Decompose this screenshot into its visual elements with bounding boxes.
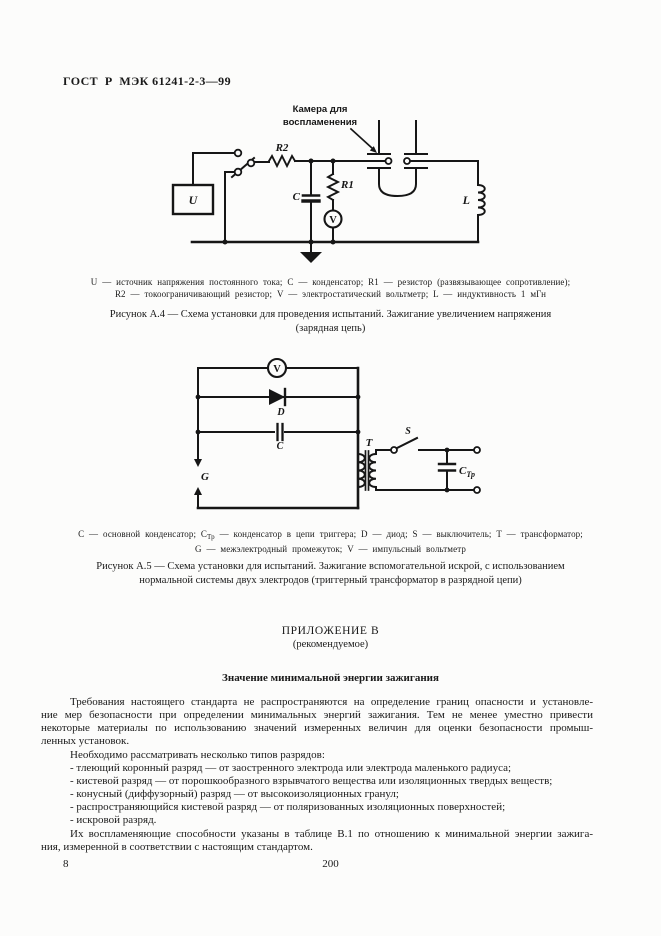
list-item: - конусный (диффузорный) разряд — от выс… (70, 788, 399, 801)
ctr-label: CТр (459, 465, 475, 479)
legend-line: R2 — токоограничивающий резистор; V — эл… (114, 289, 547, 300)
body-line: некоторые материалы по использованию зна… (41, 722, 593, 735)
ignition-chamber (367, 120, 428, 198)
transformer-t: T (357, 437, 377, 491)
output-terminals (473, 446, 481, 494)
voltmeter: V (323, 209, 343, 229)
list-item: - тлеющий коронный разряд — от заостренн… (70, 761, 512, 774)
body-line: ние мер безопасности при определении мин… (41, 709, 593, 722)
trigger-capacitor-ctr: CТр (437, 449, 475, 491)
body-line: ния, измеренной в соответствии с настоящ… (41, 840, 313, 853)
inductor-l: L (462, 184, 486, 216)
caption-line: Рисунок А.5 — Схема установки для испыта… (96, 561, 565, 572)
ground-symbol (300, 241, 322, 263)
spark-gap-g: G (194, 459, 209, 495)
list-item: - распространяющийся кистевой разряд — о… (70, 801, 506, 814)
page-number-left: 8 (63, 858, 69, 870)
svg-text:C: C (293, 191, 301, 203)
list-item: - искровой разряд. (70, 814, 157, 827)
legend-line: C — основной конденсатор; CТр — конденса… (78, 529, 583, 541)
svg-text:R2: R2 (275, 142, 289, 154)
junction-dots (222, 158, 336, 245)
svg-text:V: V (273, 364, 281, 375)
caption-line: нормальной системы двух электродов (триг… (139, 574, 522, 586)
body-line: Их воспламеняющие способности указаны в … (70, 827, 593, 840)
body-line: ленных установок. (41, 735, 130, 748)
svg-text:D: D (276, 407, 284, 418)
svg-text:C: C (277, 441, 284, 452)
svg-text:Камера для: Камера для (293, 104, 348, 115)
diode-d: D (269, 387, 287, 418)
capacitor-c: C (293, 191, 321, 203)
chamber-callout: Камера для воспламенения (283, 104, 377, 153)
svg-text:U: U (189, 193, 199, 207)
body-line: Требования настоящего стандарта не распр… (70, 696, 593, 708)
svg-text:L: L (462, 193, 470, 207)
figure-a5-legend: C — основной конденсатор; CТр — конденса… (0, 528, 661, 555)
appendix-subtitle: (рекомендуемое) (292, 639, 369, 650)
charge-switch (230, 148, 256, 179)
svg-text:S: S (405, 426, 411, 437)
svg-text:G: G (201, 471, 209, 483)
switch-s: S (390, 426, 419, 454)
callout-arrow-line (349, 127, 374, 150)
voltage-source-u: U (171, 183, 215, 216)
figure-a4-legend: U — источник напряжения постоянного тока… (0, 276, 661, 300)
body-line: Необходимо рассматривать несколько типов… (70, 748, 325, 761)
resistor-r2: R2 (267, 142, 297, 169)
caption-line: Рисунок А.4 — Схема установки для провед… (109, 309, 552, 320)
junction-dots (195, 394, 450, 493)
main-capacitor-c: C (276, 422, 284, 452)
page-number-center: 200 (322, 858, 339, 870)
list-item: - кистевой разряд — от порошкообразного … (70, 774, 553, 787)
legend-line: U — источник напряжения постоянного тока… (90, 277, 571, 287)
appendix-title: ПРИЛОЖЕНИЕ В (281, 625, 380, 637)
svg-text:T: T (366, 437, 374, 449)
appendix-body: Требования настоящего стандарта не распр… (41, 696, 593, 854)
wires (196, 366, 360, 510)
figure-a4-schematic: U R2 (171, 104, 486, 263)
svg-text:R1: R1 (340, 179, 354, 191)
figure-a5-caption: Рисунок А.5 — Схема установки для испыта… (0, 560, 661, 588)
figure-a4-caption: Рисунок А.4 — Схема установки для провед… (0, 308, 661, 336)
figure-a5-schematic: V D C G T (194, 357, 481, 510)
callout-arrow-head (369, 146, 377, 153)
wires (190, 152, 480, 244)
pulse-voltmeter: V (266, 357, 288, 379)
standard-number: ГОСТ Р МЭК 61241-2-3—99 (63, 74, 231, 88)
svg-text:воспламенения: воспламенения (283, 117, 357, 128)
caption-line: (зарядная цепь) (295, 322, 366, 334)
appendix-heading: Значение минимальной энергии зажигания (222, 672, 439, 684)
resistor-r1: R1 (325, 172, 354, 202)
svg-text:V: V (329, 215, 337, 226)
legend-line: G — межэлектродный промежуток; V — импул… (195, 544, 466, 555)
